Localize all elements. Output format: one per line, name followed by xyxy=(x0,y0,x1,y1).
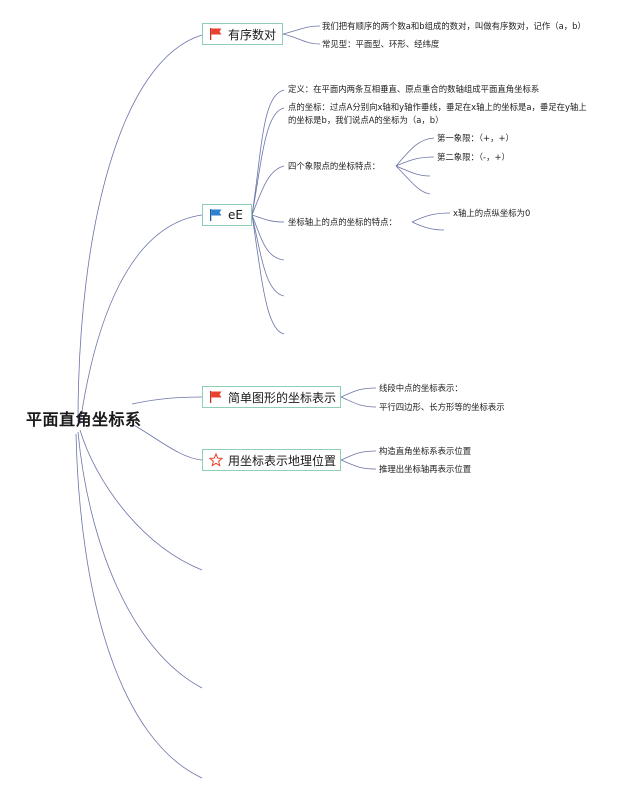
branch-geo-location[interactable]: 用坐标表示地理位置 xyxy=(202,449,341,471)
ee-quadrant-1[interactable]: 第一象限：（+，+） xyxy=(437,133,514,143)
connector-root-simple-shapes xyxy=(131,396,203,405)
connector-ee-def xyxy=(251,89,285,216)
branch-simple-shapes[interactable]: 简单图形的坐标表示 xyxy=(202,386,341,408)
connector-root-empty-3 xyxy=(75,433,203,779)
simple-shapes-midpoint[interactable]: 线段中点的坐标表示： xyxy=(379,383,463,393)
connector-ee-empty-1 xyxy=(251,214,285,261)
ee-definition[interactable]: 定义：在平面内两条互相垂直、原点重合的数轴组成平面直角坐标系 xyxy=(288,84,540,94)
connector-op-common xyxy=(282,33,321,45)
branch-label: 有序数对 xyxy=(228,27,277,42)
red-flag-icon xyxy=(209,27,223,41)
geo-infer-axes[interactable]: 推理出坐标轴再表示位置 xyxy=(379,464,472,474)
simple-shapes-parallelogram[interactable]: 平行四边形、长方形等的坐标表示 xyxy=(379,402,505,412)
ee-point-coord-line2[interactable]: 的坐标是b，我们说点A的坐标为（a，b） xyxy=(288,115,444,125)
connector-axis-x xyxy=(411,212,451,223)
connector-ee-quadrant xyxy=(251,165,285,216)
connector-ee-point xyxy=(251,107,285,216)
connector-ee-axis xyxy=(251,214,285,223)
red-flag-icon xyxy=(209,390,223,404)
connector-root-ee xyxy=(79,214,203,425)
branch-ee[interactable]: eE xyxy=(202,204,252,226)
ee-point-coord-line1[interactable]: 点的坐标：过点A分别向x轴和y轴作垂线，垂足在x轴上的坐标是a，垂足在y轴上 xyxy=(288,102,587,112)
connector-ee-empty-3 xyxy=(251,214,285,335)
connector-ss-mid xyxy=(340,387,377,398)
connector-q-1 xyxy=(395,137,435,167)
connector-q-2 xyxy=(395,156,435,167)
connector-root-empty-2 xyxy=(77,431,203,689)
ee-axis-title[interactable]: 坐标轴上的点的坐标的特点： xyxy=(288,217,397,227)
star-outline-icon xyxy=(209,453,223,467)
connector-q-4 xyxy=(395,165,431,195)
branch-label: 用坐标表示地理位置 xyxy=(228,453,337,468)
connector-ss-para xyxy=(340,396,377,408)
connector-q-3 xyxy=(395,165,431,177)
branch-label: eE xyxy=(228,208,243,222)
branch-label: 简单图形的坐标表示 xyxy=(228,390,337,405)
ee-quadrant-title[interactable]: 四个象限点的坐标特点： xyxy=(288,161,381,171)
root-topic[interactable]: 平面直角坐标系 xyxy=(26,410,142,429)
ordered-pair-common-types[interactable]: 常见型：平面型、环形、经纬度 xyxy=(322,39,440,49)
connector-root-geo xyxy=(131,423,203,461)
connector-geo-build xyxy=(340,450,377,461)
connector-root-ordered-pair xyxy=(77,34,203,423)
geo-build-axes[interactable]: 构造直角坐标系表示位置 xyxy=(379,446,472,456)
connector-op-def xyxy=(282,25,321,35)
ee-quadrant-2[interactable]: 第二象限：（-，+） xyxy=(437,152,510,162)
ordered-pair-definition[interactable]: 我们把有顺序的两个数a和b组成的数对，叫做有序数对，记作（a，b） xyxy=(322,21,586,31)
connector-ee-empty-2 xyxy=(251,214,285,297)
branch-ordered-pair[interactable]: 有序数对 xyxy=(202,23,283,45)
blue-flag-icon xyxy=(209,208,223,222)
ee-x-axis-rule[interactable]: x轴上的点纵坐标为0 xyxy=(453,208,531,218)
connector-geo-infer xyxy=(340,459,377,470)
connector-axis-empty xyxy=(411,221,445,231)
connector-root-empty-1 xyxy=(79,429,203,571)
